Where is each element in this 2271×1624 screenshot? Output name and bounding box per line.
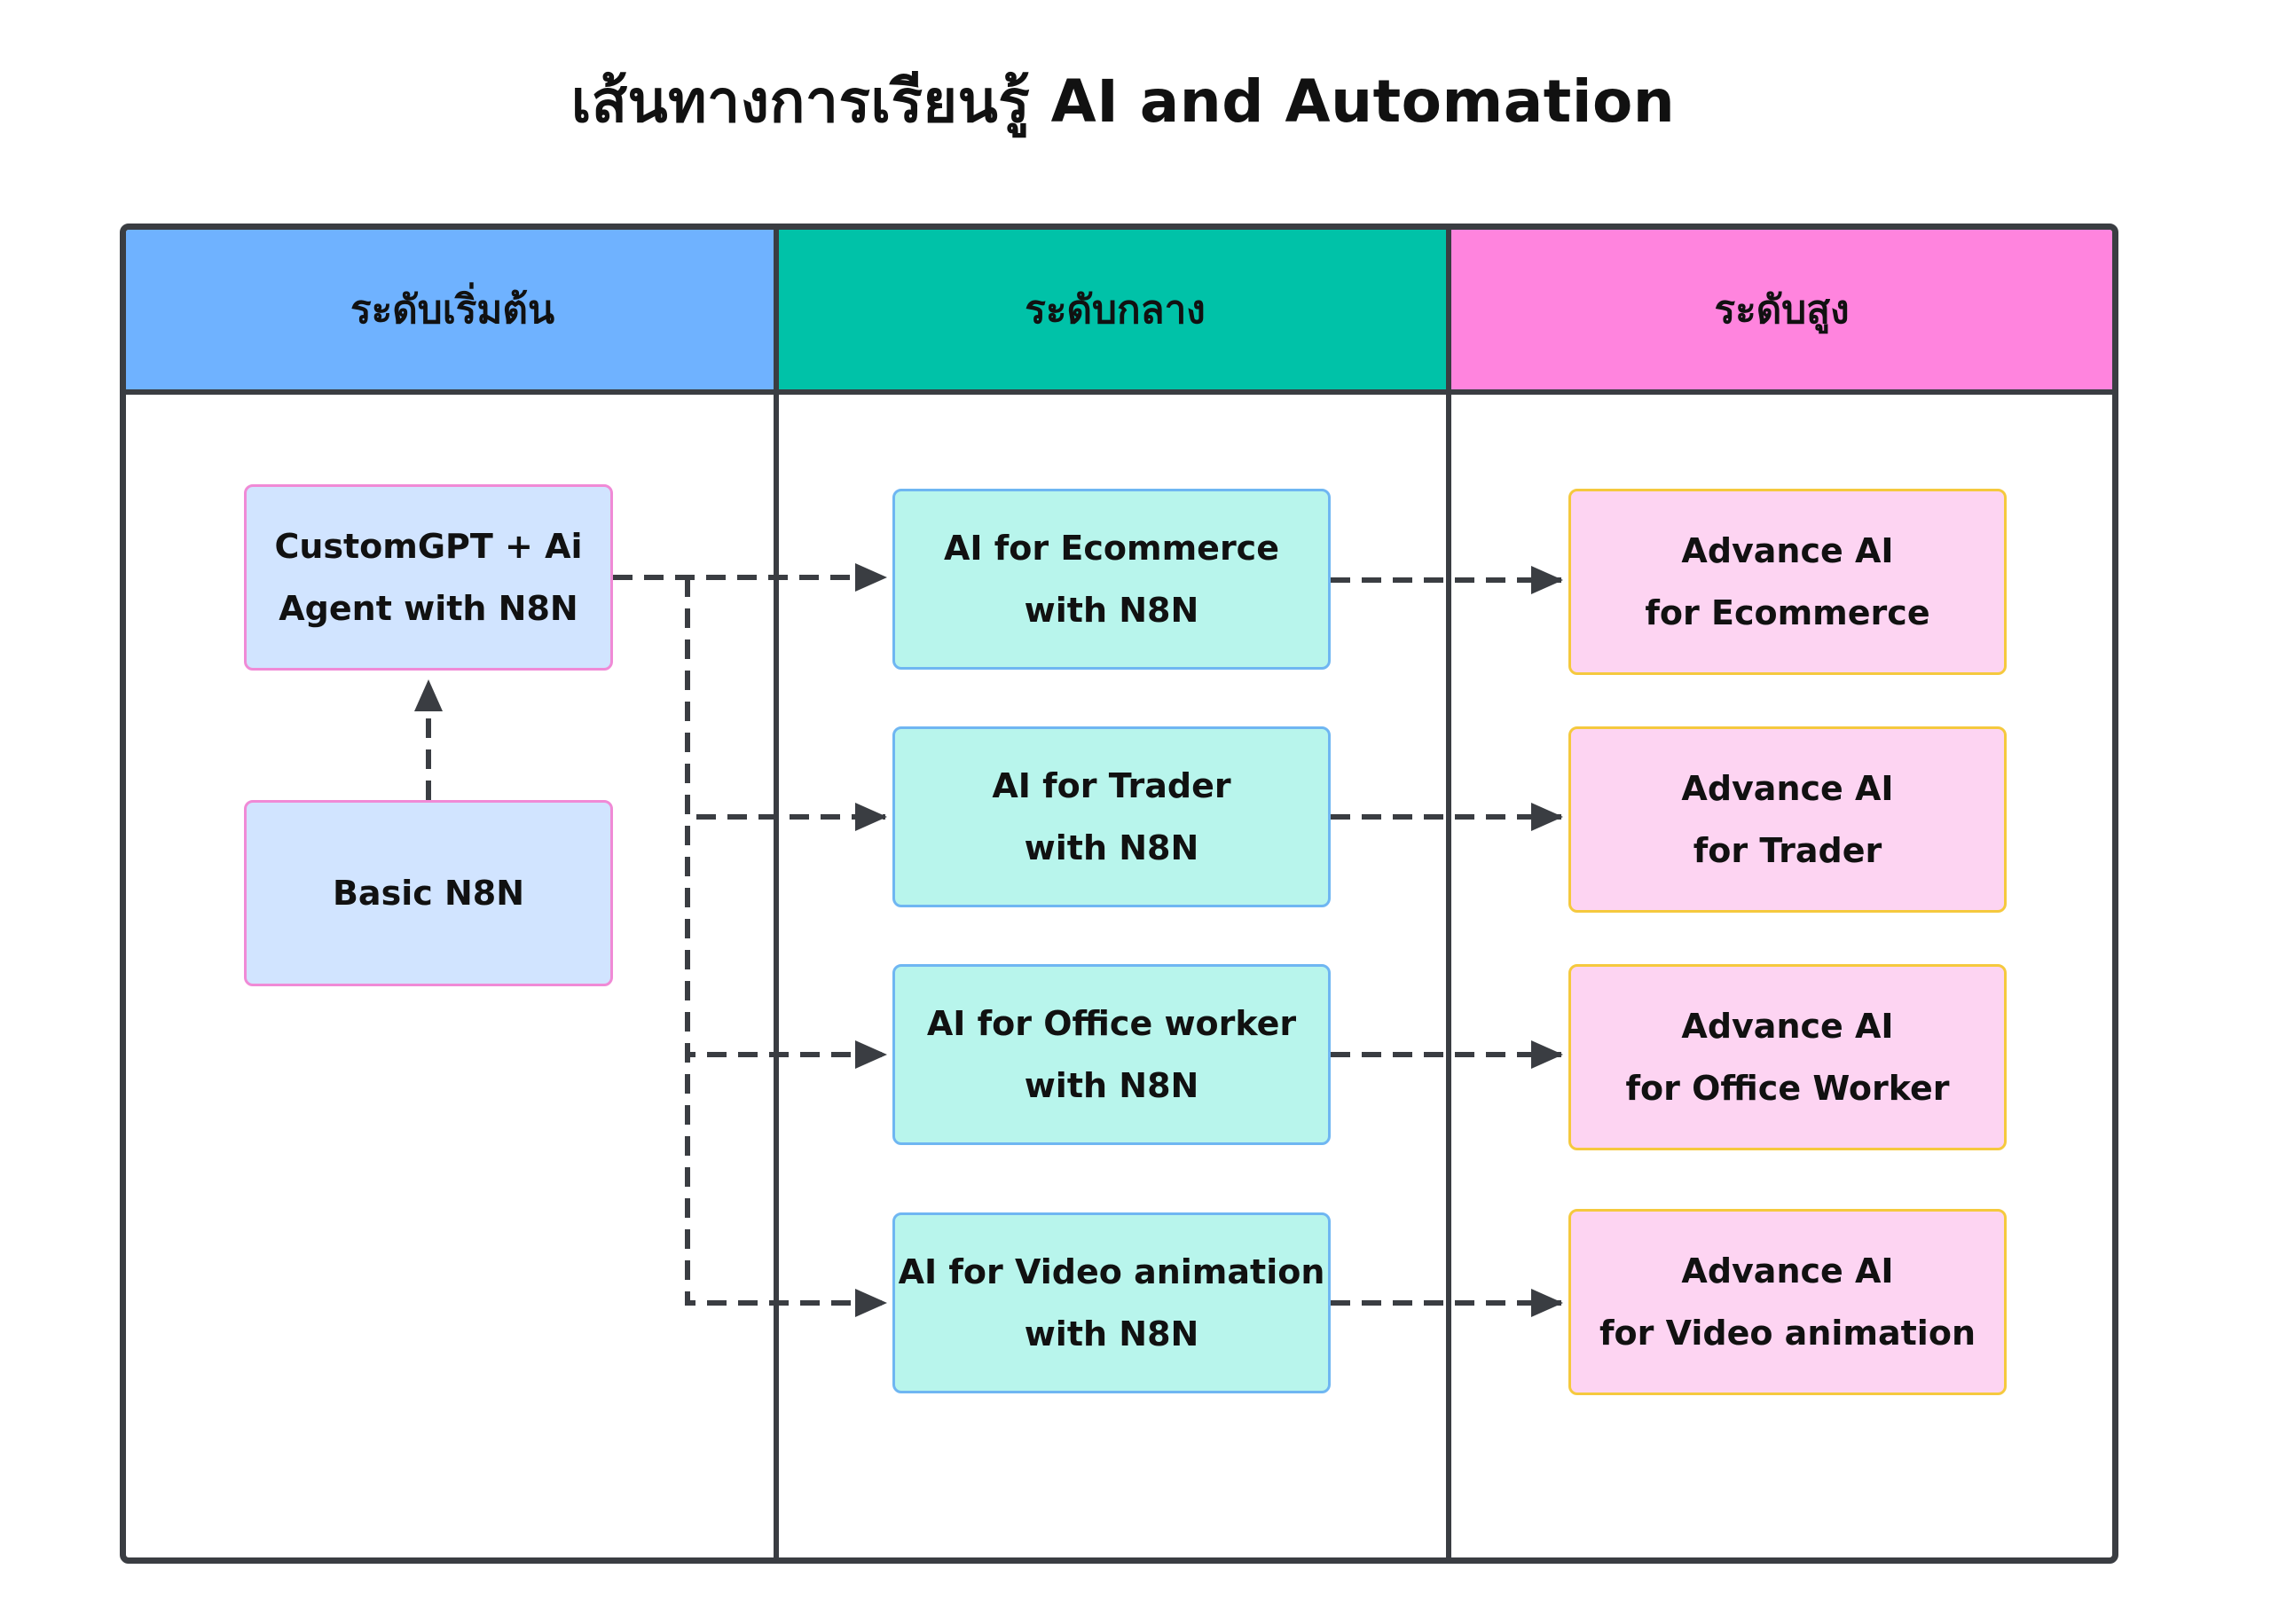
node-advance-ai-office-worker[interactable]: Advance AI for Office Worker [1568, 964, 2007, 1150]
node-ai-for-ecommerce[interactable]: AI for Ecommerce with N8N [892, 489, 1331, 670]
node-basic-n8n[interactable]: Basic N8N [244, 800, 613, 986]
node-advance-ai-video-animation[interactable]: Advance AI for Video animation [1568, 1209, 2007, 1395]
node-ai-for-office-worker[interactable]: AI for Office worker with N8N [892, 964, 1331, 1145]
swimlane-frame: ระดับเริ่มต้น ระดับกลาง ระดับสูง [120, 224, 2118, 1564]
node-customgpt-ai-agent[interactable]: CustomGPT + Ai Agent with N8N [244, 484, 613, 671]
node-advance-ai-ecommerce[interactable]: Advance AI for Ecommerce [1568, 489, 2007, 675]
node-advance-ai-trader[interactable]: Advance AI for Trader [1568, 726, 2007, 913]
node-ai-for-video-animation[interactable]: AI for Video animation with N8N [892, 1212, 1331, 1393]
diagram-title: เส้นทางการเรียนรู้ AI and Automation [570, 67, 1676, 136]
node-ai-for-trader[interactable]: AI for Trader with N8N [892, 726, 1331, 907]
lane-header-beginner: ระดับเริ่มต้น [126, 230, 779, 389]
lane-divider-1 [774, 230, 779, 1557]
header-divider [126, 389, 2112, 395]
lane-header-advanced: ระดับสูง [1451, 230, 2112, 389]
lane-divider-2 [1446, 230, 1451, 1557]
lane-header-intermediate: ระดับกลาง [779, 230, 1451, 389]
